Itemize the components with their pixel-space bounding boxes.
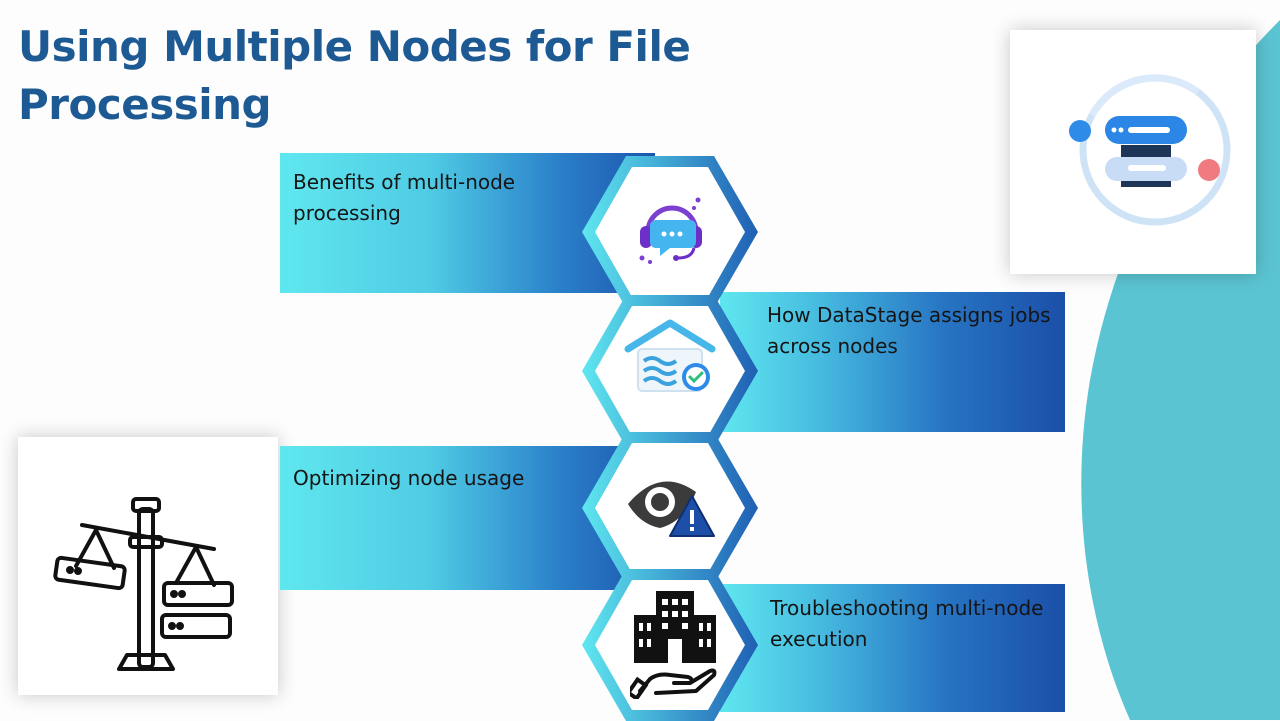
building-hand-icon [630, 591, 717, 699]
step-2-banner [720, 292, 1065, 432]
step-4-hexagon [582, 569, 758, 721]
house-check-icon [624, 319, 716, 392]
server-cycle-image [1010, 30, 1256, 274]
headset-chat-icon [639, 197, 702, 264]
server-cycle-icon [1069, 74, 1231, 226]
step-4-banner [720, 584, 1065, 712]
server-balance-image [18, 437, 278, 695]
eye-warning-icon [628, 481, 715, 537]
slide-title: Using Multiple Nodes for File Processing [18, 22, 691, 129]
step-1-hexagon [582, 156, 758, 308]
step-3-hexagon [582, 432, 758, 584]
step-2-label: How DataStage assigns jobs across nodes [767, 303, 1051, 358]
step-4-label: Troubleshooting multi-node execution [770, 596, 1044, 651]
step-3-label: Optimizing node usage [293, 466, 525, 490]
server-balance-scale-icon [53, 497, 234, 671]
step-1-label: Benefits of multi-node processing [293, 170, 516, 225]
step-2-hexagon [582, 295, 758, 447]
